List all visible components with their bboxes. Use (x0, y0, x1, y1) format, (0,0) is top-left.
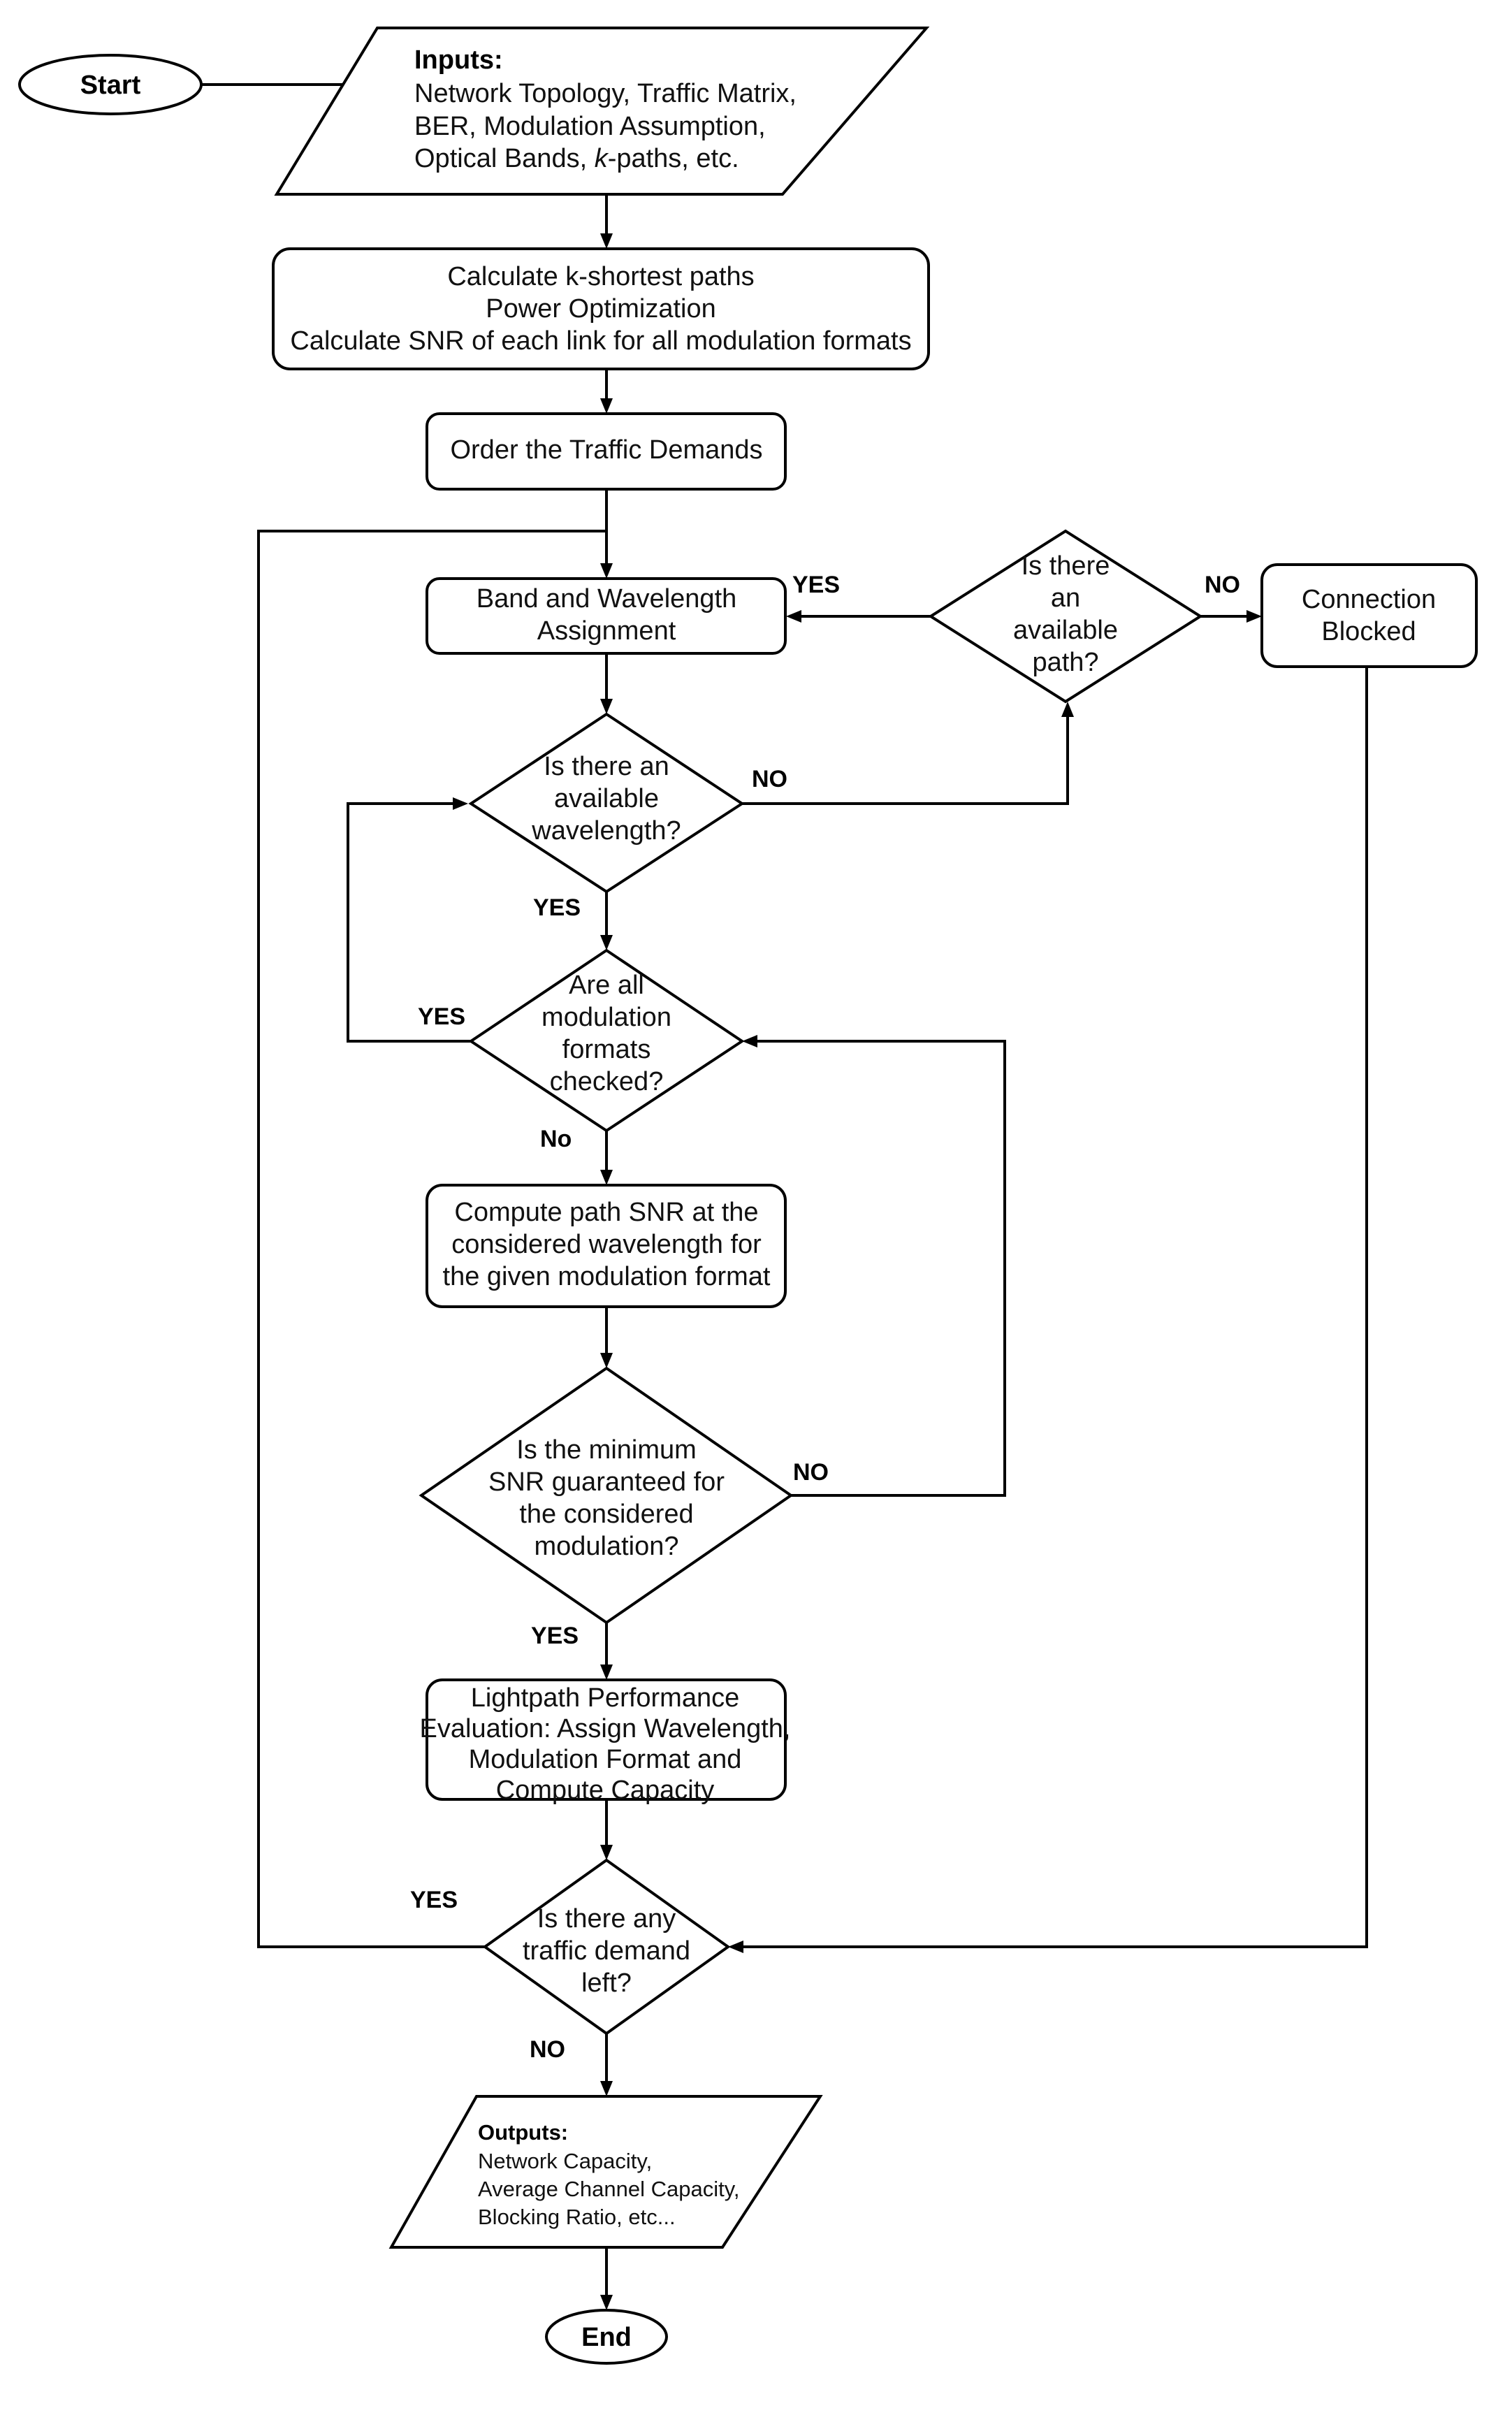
label-wave-yes: YES (533, 894, 581, 921)
demand-decision-line: traffic demand (523, 1936, 690, 1966)
blocked-line: Blocked (1321, 617, 1416, 646)
edge-mod-yes-wave (347, 802, 471, 1043)
evaluate-line: Lightpath Performance (471, 1683, 739, 1713)
path-decision-line: available (1013, 616, 1118, 645)
arrowhead (600, 699, 613, 714)
node-order: Order the Traffic Demands (426, 412, 787, 491)
edge-labels: YES NO NO YES YES No NO YES YES NO (410, 572, 1240, 2063)
outputs-heading: Outputs: (478, 2120, 568, 2145)
arrowhead (600, 2295, 613, 2310)
preprocess-line: Power Optimization (486, 294, 715, 324)
evaluate-line: Modulation Format and (469, 1745, 742, 1774)
preprocess-line: Calculate SNR of each link for all modul… (290, 326, 911, 356)
edge-demand-yes-loop (257, 530, 606, 1948)
path-decision-line: Is there (1022, 551, 1110, 581)
arrowhead (742, 1035, 757, 1047)
node-assign: Band and Wavelength Assignment (426, 577, 787, 655)
modulation-decision-line: Are all (569, 971, 644, 1000)
compute-line: the given modulation format (443, 1262, 771, 1291)
arrowhead (600, 935, 613, 950)
label-path-no: NO (1205, 572, 1240, 598)
arrowhead (1246, 610, 1262, 623)
wavelength-decision-line: available (554, 784, 659, 813)
node-connection-blocked: Connection Blocked (1260, 563, 1478, 668)
assign-line: Assignment (537, 616, 676, 646)
outputs-line: Network Capacity, (478, 2149, 652, 2173)
inputs-line: BER, Modulation Assumption, (414, 112, 766, 141)
node-snr-decision: Is the minimum SNR guaranteed for the co… (419, 1366, 794, 1625)
snr-decision-line: the considered (519, 1500, 693, 1529)
node-modulation-decision: Are all modulation formats checked? (468, 948, 745, 1133)
label-path-yes: YES (792, 572, 840, 598)
node-compute-snr: Compute path SNR at the considered wavel… (426, 1184, 787, 1308)
arrowhead (600, 1170, 613, 1185)
edge-wave-no-path (742, 716, 1069, 805)
arrowhead (453, 797, 468, 810)
node-preprocess: Calculate k-shortest paths Power Optimiz… (272, 247, 930, 370)
arrowhead (600, 1665, 613, 1680)
assign-line: Band and Wavelength (477, 584, 737, 614)
modulation-decision-line: checked? (550, 1067, 664, 1096)
node-end: End (545, 2309, 668, 2365)
node-path-decision: Is there an available path? (928, 529, 1203, 704)
label-demand-no: NO (530, 2036, 565, 2063)
node-wavelength-decision: Is there an available wavelength? (468, 712, 745, 894)
node-demand-decision: Is there any traffic demand left? (482, 1858, 731, 2036)
arrowhead (600, 1845, 613, 1860)
arrowhead (600, 563, 613, 579)
arrowhead (728, 1941, 743, 1953)
label-mod-no: No (540, 1126, 572, 1152)
wavelength-decision-line: wavelength? (531, 816, 681, 846)
modulation-decision-line: modulation (541, 1003, 671, 1032)
inputs-heading: Inputs: (414, 45, 503, 75)
inputs-line: Optical Bands, k-paths, etc. (414, 144, 739, 173)
snr-decision-line: modulation? (534, 1532, 678, 1561)
blocked-line: Connection (1302, 585, 1436, 614)
edge-snr-no-mod (756, 1040, 1006, 1497)
compute-line: considered wavelength for (451, 1230, 762, 1259)
outputs-line: Blocking Ratio, etc... (478, 2205, 676, 2229)
node-lightpath-evaluation: Lightpath Performance Evaluation: Assign… (420, 1678, 791, 1805)
arrowhead (600, 398, 613, 414)
evaluate-line: Evaluation: Assign Wavelength, (420, 1714, 791, 1743)
arrowhead (600, 233, 613, 249)
edge-blocked-demand (742, 667, 1368, 1948)
inputs-line: Network Topology, Traffic Matrix, (414, 79, 797, 108)
node-start: Start (18, 54, 203, 115)
label-snr-no: NO (793, 1459, 829, 1486)
label-demand-yes: YES (410, 1887, 458, 1913)
evaluate-line: Compute Capacity (496, 1776, 715, 1805)
path-decision-line: an (1051, 583, 1080, 613)
arrowhead (1061, 702, 1074, 717)
node-inputs: Inputs: Network Topology, Traffic Matrix… (274, 27, 930, 196)
wavelength-decision-line: Is there an (544, 752, 669, 781)
snr-decision-line: SNR guaranteed for (488, 1467, 725, 1497)
path-decision-line: path? (1032, 648, 1098, 677)
modulation-decision-line: formats (562, 1035, 651, 1064)
start-label: Start (80, 71, 141, 100)
node-outputs: Outputs: Network Capacity, Average Chann… (388, 2095, 823, 2249)
label-mod-yes: YES (418, 1003, 465, 1030)
arrowhead (600, 2081, 613, 2096)
arrowhead (786, 610, 801, 623)
end-label: End (581, 2323, 632, 2352)
outputs-line: Average Channel Capacity, (478, 2177, 740, 2201)
connectors (201, 78, 1368, 2310)
demand-decision-line: Is there any (537, 1904, 676, 1934)
arrowhead (600, 1353, 613, 1368)
label-wave-no: NO (752, 766, 787, 792)
order-line: Order the Traffic Demands (450, 435, 762, 465)
snr-decision-line: Is the minimum (516, 1435, 697, 1465)
demand-decision-line: left? (581, 1968, 632, 1998)
preprocess-line: Calculate k-shortest paths (447, 262, 754, 291)
compute-line: Compute path SNR at the (454, 1198, 758, 1227)
label-snr-yes: YES (531, 1623, 579, 1649)
